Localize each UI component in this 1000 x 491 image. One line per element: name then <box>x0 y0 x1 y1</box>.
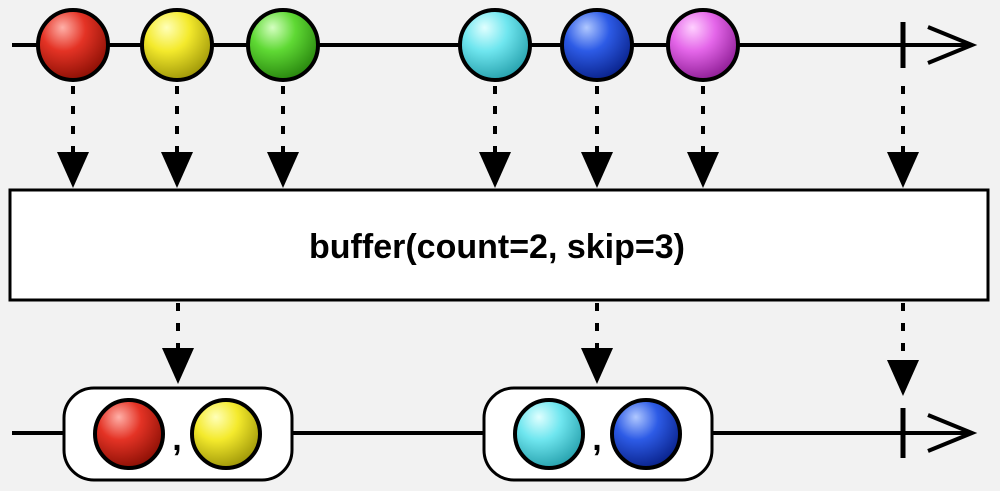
output-arrow-buffer-1-head <box>162 348 194 384</box>
input-arrow-1-head <box>57 152 89 188</box>
buffer-marble-yellow <box>190 398 262 470</box>
output-arrow-buffer-2 <box>581 303 613 384</box>
operator-rect <box>8 188 990 302</box>
input-arrow-head <box>927 25 978 65</box>
output-arrow-completion-head <box>887 360 919 396</box>
marble-blue <box>560 8 634 82</box>
marble-magenta <box>666 8 740 82</box>
input-arrow-1 <box>57 86 89 188</box>
input-arrow-completion <box>887 86 919 188</box>
operator-box: buffer(count=2, skip=3) <box>8 188 990 302</box>
operator-label: buffer(count=2, skip=3) <box>309 228 685 266</box>
input-arrow-3 <box>267 86 299 188</box>
output-arrow-head <box>927 413 978 453</box>
input-arrow-3-head <box>267 152 299 188</box>
input-arrow-2-head <box>161 152 193 188</box>
input-arrow-4 <box>479 86 511 188</box>
buffer-1: , <box>62 386 294 482</box>
input-arrow-completion-head <box>887 152 919 188</box>
output-arrow-buffer-2-head <box>581 348 613 384</box>
input-arrow-6-head <box>687 152 719 188</box>
buffer-separator: , <box>592 420 601 458</box>
output-arrow-completion <box>887 303 919 396</box>
output-buffers: ,, <box>62 386 714 482</box>
input-marbles <box>36 8 740 82</box>
buffer-marble-red <box>93 398 165 470</box>
input-arrow-5-head <box>581 152 613 188</box>
input-arrow-2 <box>161 86 193 188</box>
marble-cyan <box>458 8 532 82</box>
input-arrow-6 <box>687 86 719 188</box>
marble-green <box>246 8 320 82</box>
marble-yellow <box>140 8 214 82</box>
output-emission-arrows <box>162 303 919 396</box>
buffer-separator: , <box>172 420 181 458</box>
buffer-marble-blue <box>610 398 682 470</box>
marble-red <box>36 8 110 82</box>
buffer-marble-cyan <box>513 398 585 470</box>
input-arrow-5 <box>581 86 613 188</box>
input-emission-arrows <box>57 86 919 188</box>
buffer-2: , <box>482 386 714 482</box>
output-arrow-buffer-1 <box>162 303 194 384</box>
input-arrow-4-head <box>479 152 511 188</box>
